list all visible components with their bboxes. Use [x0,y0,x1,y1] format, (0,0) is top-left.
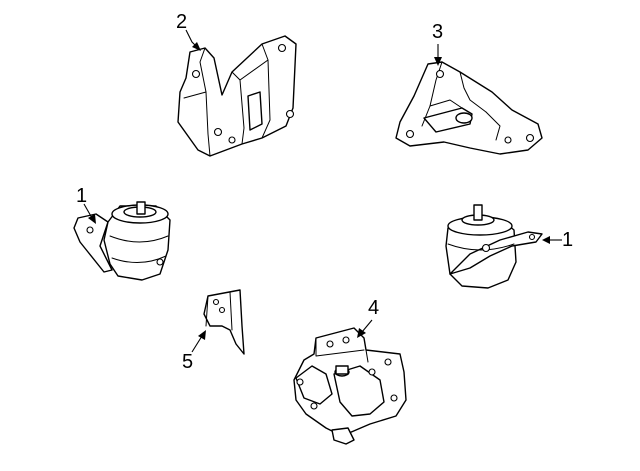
leader-5 [191,330,206,353]
leader-2 [185,29,201,51]
heat-shield-icon[interactable] [203,289,245,355]
callout-1-left: 1 [76,185,88,207]
callout-4: 4 [368,297,380,319]
leader-3 [434,44,442,66]
transmission-mount-icon[interactable] [293,327,407,445]
callout-3: 3 [432,21,444,43]
transmission-mount-bracket-icon[interactable] [395,61,543,155]
engine-mount-left-icon[interactable] [73,201,171,281]
leader-1-left [83,203,96,224]
callout-5: 5 [182,351,194,373]
leader-1-right [542,236,562,244]
leader-4 [357,319,373,338]
callout-2: 2 [176,11,188,33]
callout-1-right: 1 [562,229,574,251]
engine-mount-right-icon[interactable] [445,204,543,289]
engine-mount-bracket-icon[interactable] [177,35,297,157]
